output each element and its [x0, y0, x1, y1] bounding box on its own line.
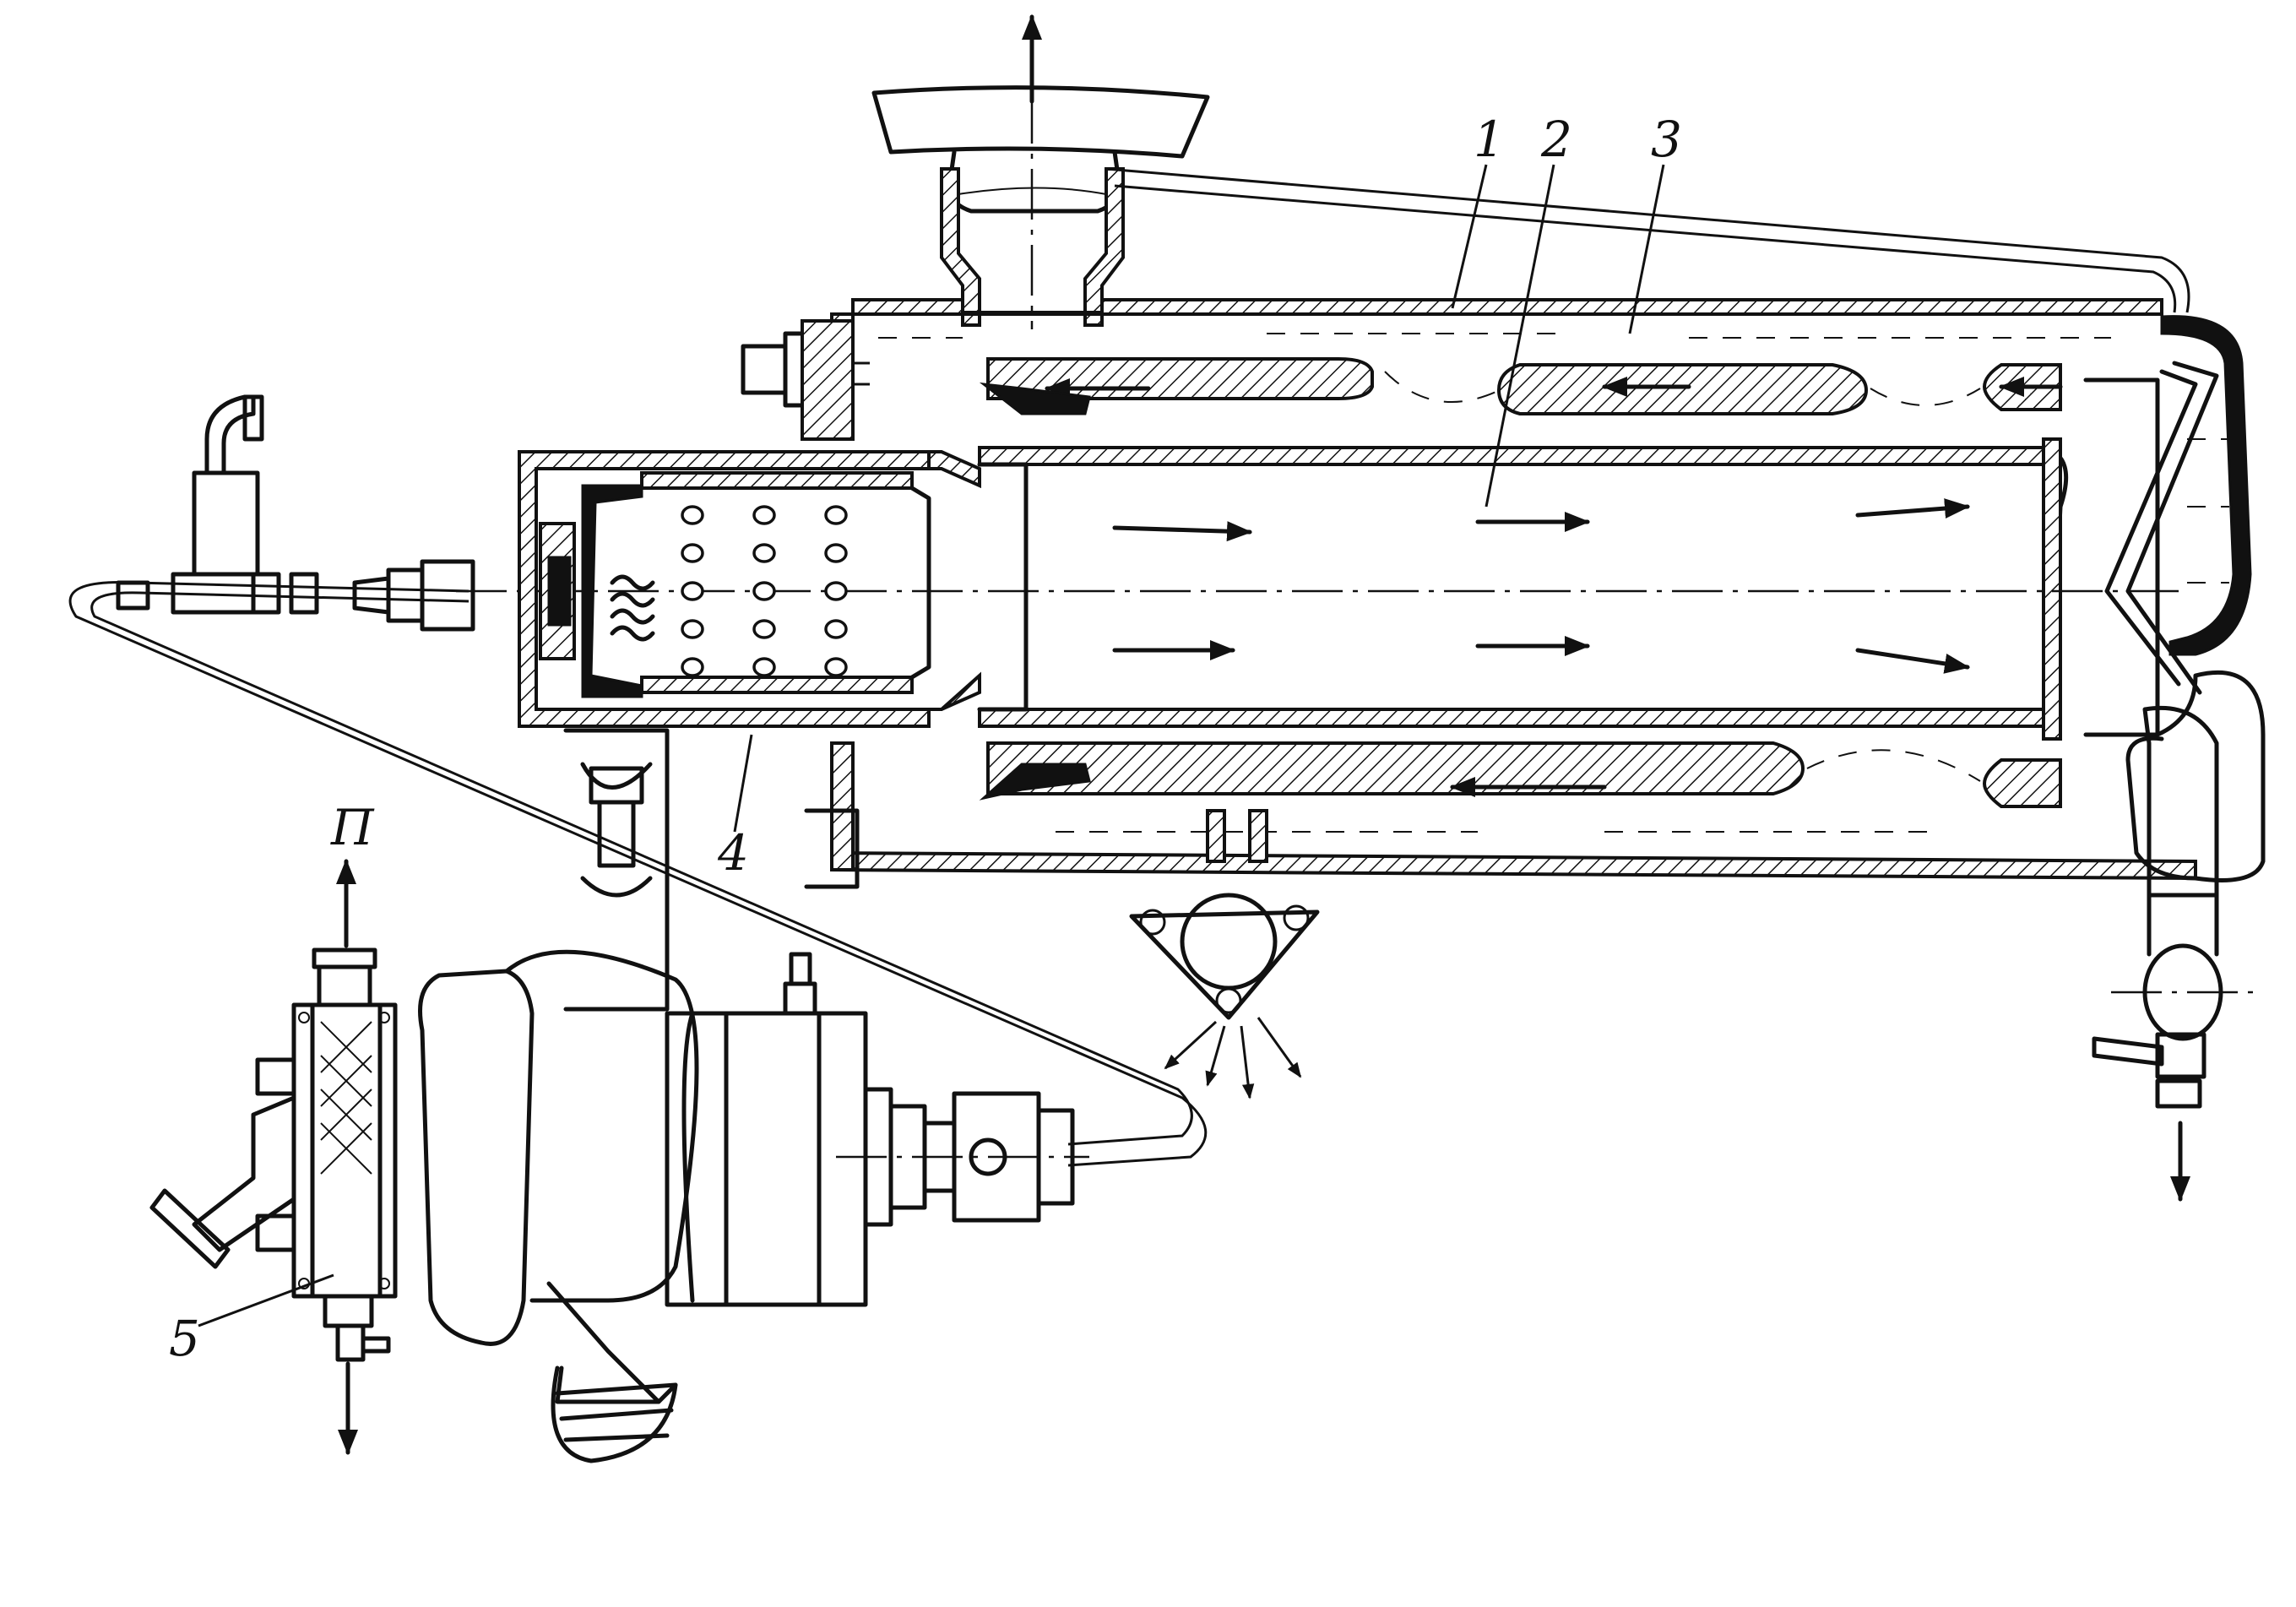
fuel-direction-label: П — [330, 799, 375, 856]
part-label-4: 4 — [717, 734, 753, 882]
fuel-filter — [149, 859, 398, 1455]
air-blower — [418, 728, 1089, 1463]
combustion-chamber — [456, 315, 2252, 801]
svg-text:5: 5 — [169, 1310, 200, 1367]
part-label-2: 2 — [1485, 111, 1572, 508]
part-label-3: 3 — [1628, 111, 1682, 334]
fuel-line — [68, 394, 1208, 1167]
svg-text:3: 3 — [1651, 111, 1682, 168]
svg-text:П: П — [330, 799, 375, 856]
burner-perforations — [681, 505, 848, 677]
exhaust-outlet — [871, 14, 1210, 329]
exhaust-drain-flange — [1129, 809, 1320, 1099]
burner-assembly — [518, 319, 981, 889]
part-label-5: 5 — [169, 1273, 334, 1367]
svg-text:2: 2 — [1540, 111, 1572, 168]
water-drain-valve — [2092, 670, 2266, 1202]
svg-text:4: 4 — [717, 824, 749, 882]
part-label-1: 1 — [1451, 111, 1505, 309]
svg-text:1: 1 — [1474, 111, 1505, 168]
